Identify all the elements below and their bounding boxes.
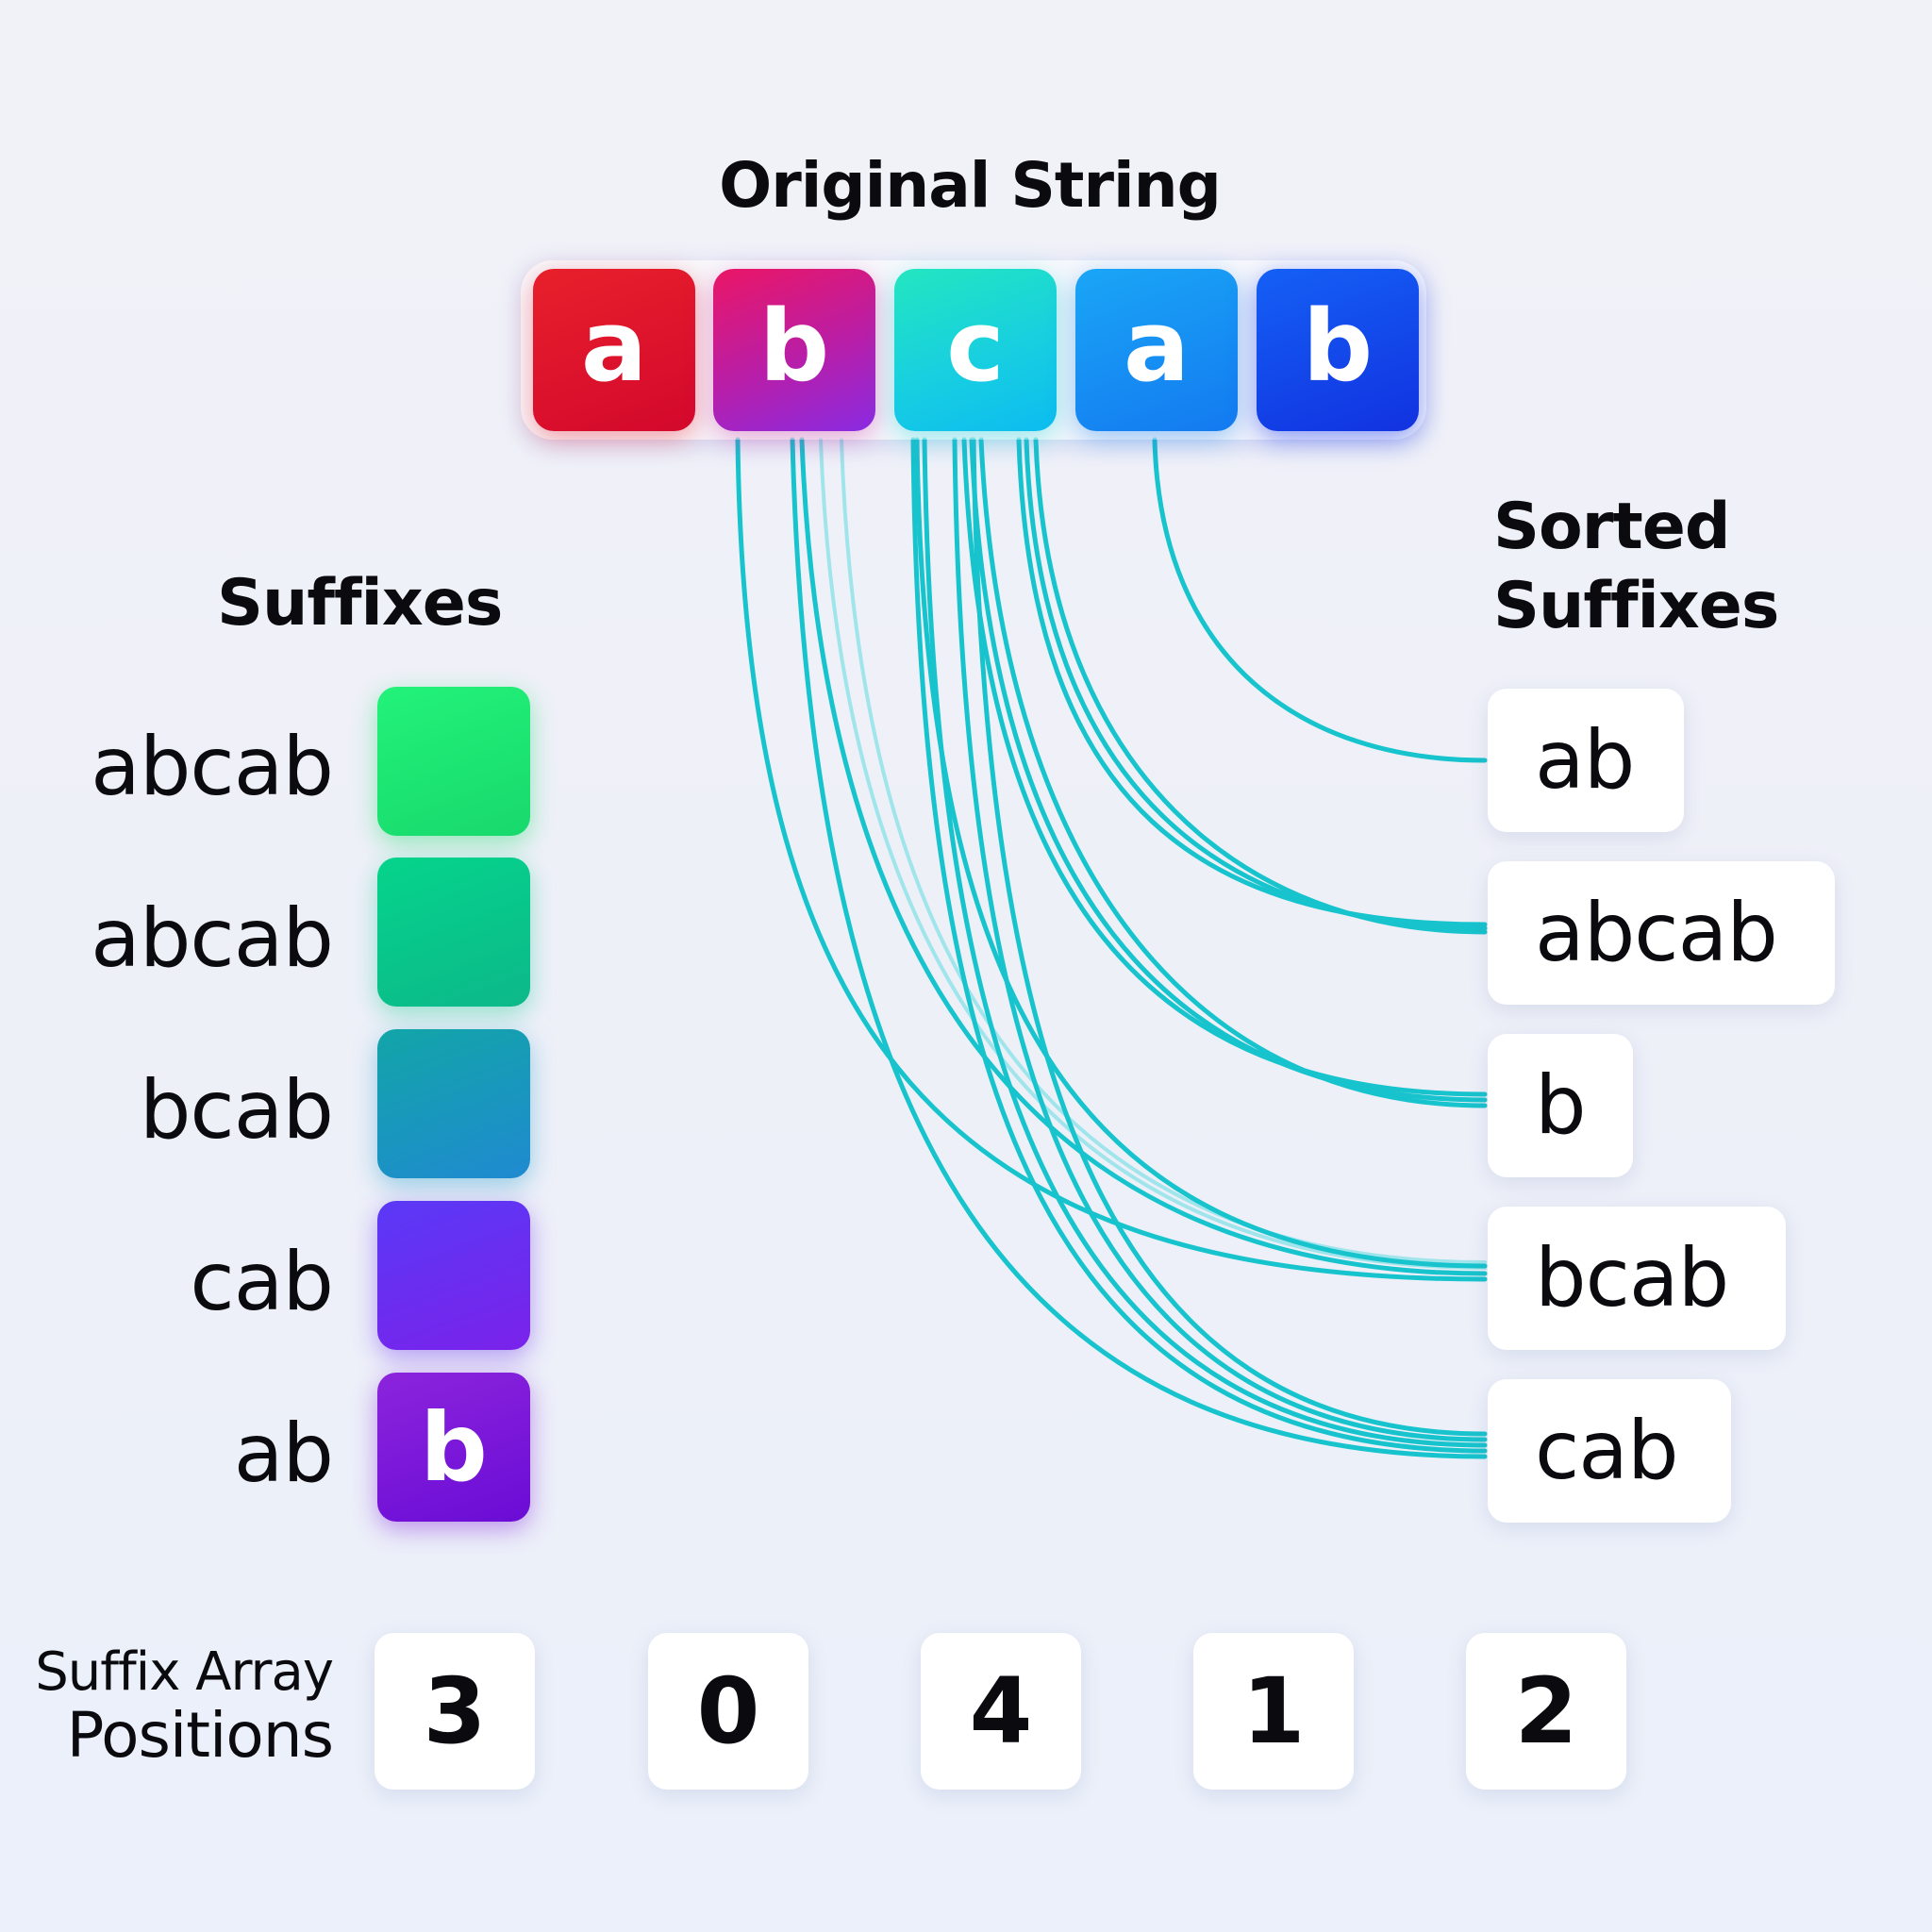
suffix-label-0: abcab [91,720,334,814]
suffix-array-label-line2: Positions [66,1699,334,1772]
char-tile-1: b [713,269,875,431]
original-string-title: Original String [719,149,1222,222]
position-box-2: 4 [921,1633,1081,1790]
position-box-0: 3 [375,1633,535,1790]
suffix-array-label-line1: Suffix Array [35,1641,334,1703]
connector-line [1016,437,1488,927]
char-tile-3: a [1075,269,1238,431]
char-tile-2: c [894,269,1057,431]
sorted-title-line2: Suffixes [1493,569,1779,643]
suffix-array-label: Suffix Array Positions [35,1641,334,1772]
sorted-suffix-card-4: cab [1488,1379,1731,1523]
char-tile-label: a [1123,289,1191,404]
suffixes-title: Suffixes [217,566,503,641]
suffix-label-3: cab [190,1235,334,1329]
sorted-suffix-card-2: b [1488,1034,1633,1177]
position-box-4: 2 [1466,1633,1626,1790]
suffix-label-2: bcab [139,1063,334,1158]
connector-line [1024,437,1488,931]
char-tile-label: b [1302,289,1374,404]
char-tile-0: a [533,269,695,431]
char-tile-label: b [758,289,830,404]
connector-line [961,437,1488,1097]
connector-line [922,437,1488,1448]
sorted-suffix-card-0: ab [1488,689,1684,832]
connector-line [1152,437,1488,763]
connector-line [971,437,1488,1437]
sorted-suffixes-title: Sorted Suffixes [1493,488,1779,646]
position-box-3: 1 [1193,1633,1354,1790]
suffix-swatch-3 [377,1201,530,1350]
suffix-swatch-4: b [377,1373,530,1522]
connector-line [969,437,1488,1103]
connector-line [799,437,1488,1276]
connector-line [952,437,1488,1442]
sorted-suffix-card-3: bcab [1488,1207,1786,1350]
position-box-1: 0 [648,1633,808,1790]
sorted-suffix-card-1: abcab [1488,861,1835,1005]
char-tile-label: c [946,289,1005,404]
sorted-title-line1: Sorted [1493,490,1731,564]
connector-line [1033,437,1488,935]
connector-line [910,437,1488,1454]
suffix-label-4: ab [233,1407,334,1501]
connector-line [790,437,1488,1459]
suffix-label-1: abcab [91,891,334,986]
suffix-swatch-2 [377,1029,530,1178]
connector-line [819,438,1487,1270]
connector-line [840,438,1487,1264]
char-tile-label: a [580,289,648,404]
suffix-swatch-1 [377,858,530,1007]
connector-line [914,437,1488,1269]
connector-line [978,437,1488,1108]
connector-line [735,437,1488,1282]
suffix-swatch-0 [377,687,530,836]
char-tile-4: b [1257,269,1419,431]
